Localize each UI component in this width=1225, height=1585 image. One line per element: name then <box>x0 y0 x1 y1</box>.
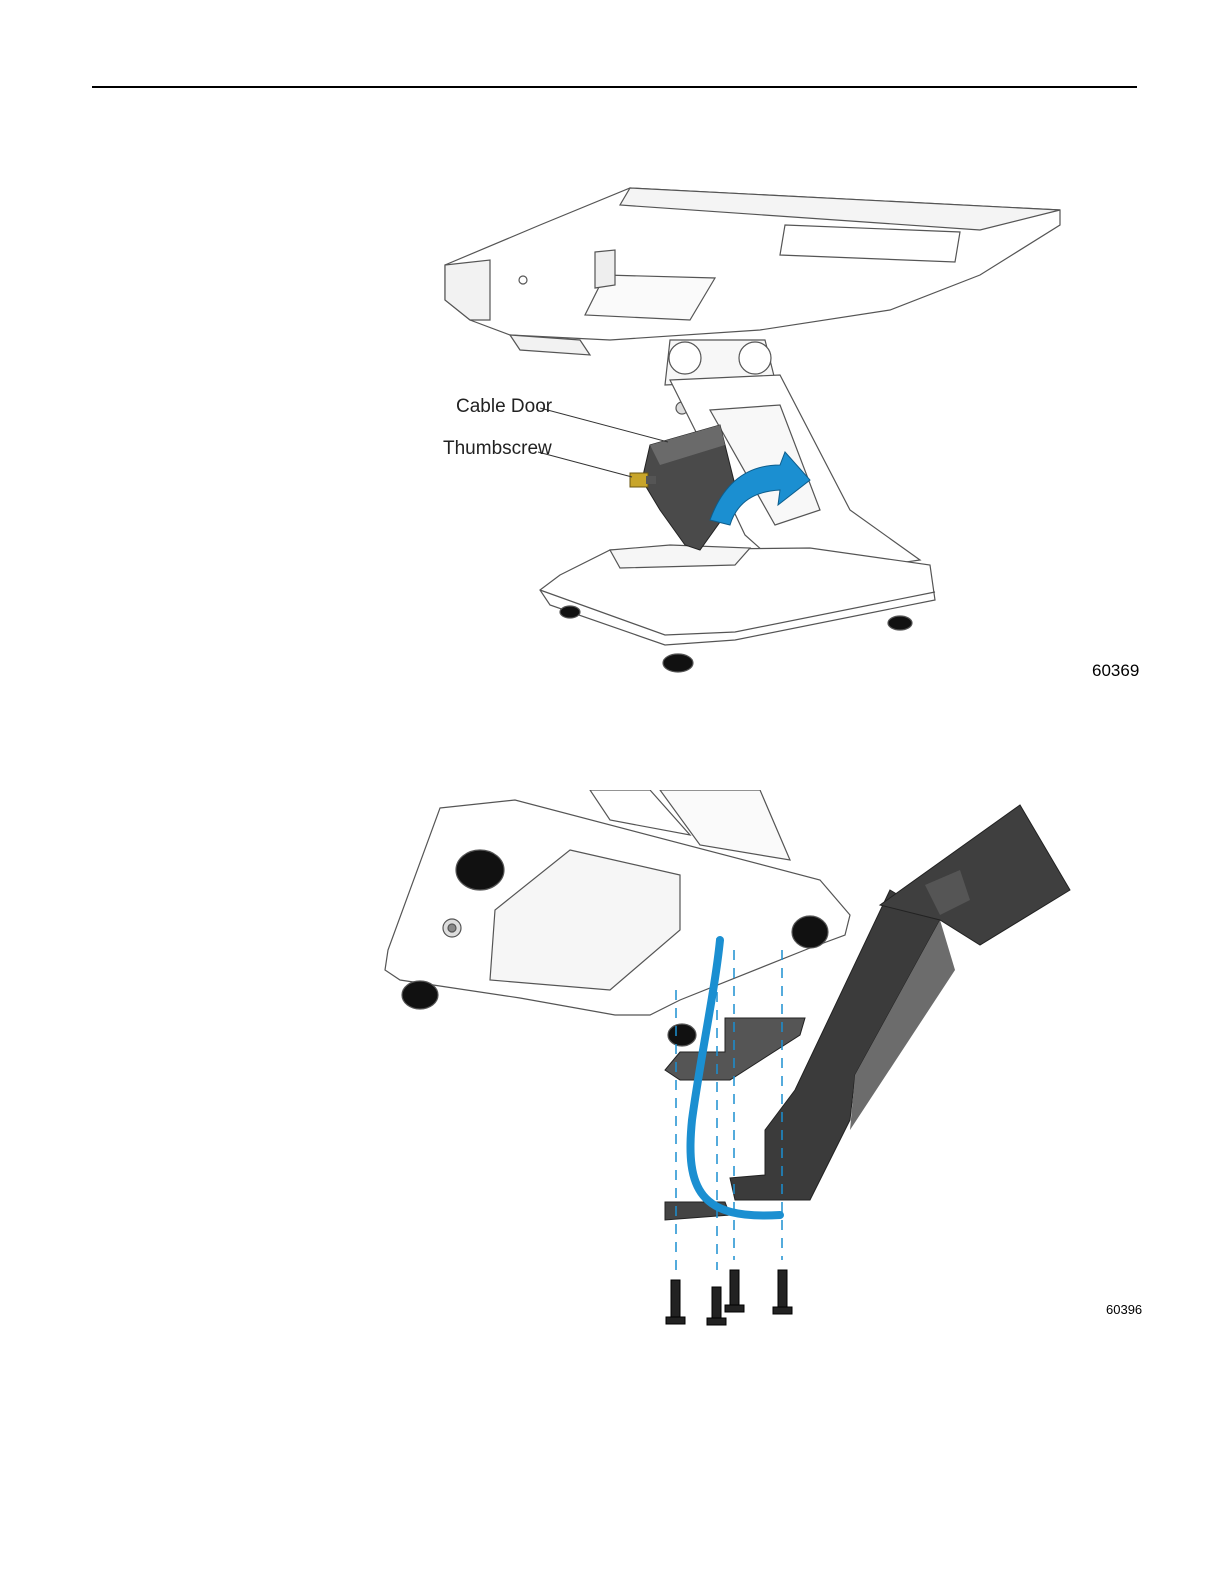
screw <box>730 1270 739 1306</box>
screw-head <box>666 1317 685 1324</box>
foot <box>402 981 438 1009</box>
bracket-illustration <box>380 790 1100 1335</box>
screw <box>778 1270 787 1308</box>
screw-head <box>707 1318 726 1325</box>
screw-head <box>773 1307 792 1314</box>
foot <box>668 1024 696 1046</box>
screw <box>671 1280 680 1318</box>
foot <box>663 654 693 672</box>
terminal-illustration: Cable Door Thumbscrew <box>380 180 1140 680</box>
screw-head <box>725 1305 744 1312</box>
foot <box>560 606 580 618</box>
figure-number: 60396 <box>1106 1302 1142 1317</box>
figure-bracket-install <box>380 790 1100 1335</box>
figure-cable-door: Cable Door Thumbscrew <box>380 180 1140 680</box>
foot <box>792 916 828 948</box>
foot <box>456 850 504 890</box>
figure-number: 60369 <box>1092 661 1139 681</box>
display-slot <box>780 225 960 262</box>
thumbscrew-leader <box>538 452 632 477</box>
thumbscrew-label: Thumbscrew <box>443 438 552 459</box>
cable-door-label: Cable Door <box>456 396 553 417</box>
screw <box>712 1287 721 1319</box>
foot <box>888 616 912 630</box>
screws <box>666 1270 792 1325</box>
header-rule <box>92 86 1137 88</box>
cable-door-leader <box>540 408 668 442</box>
